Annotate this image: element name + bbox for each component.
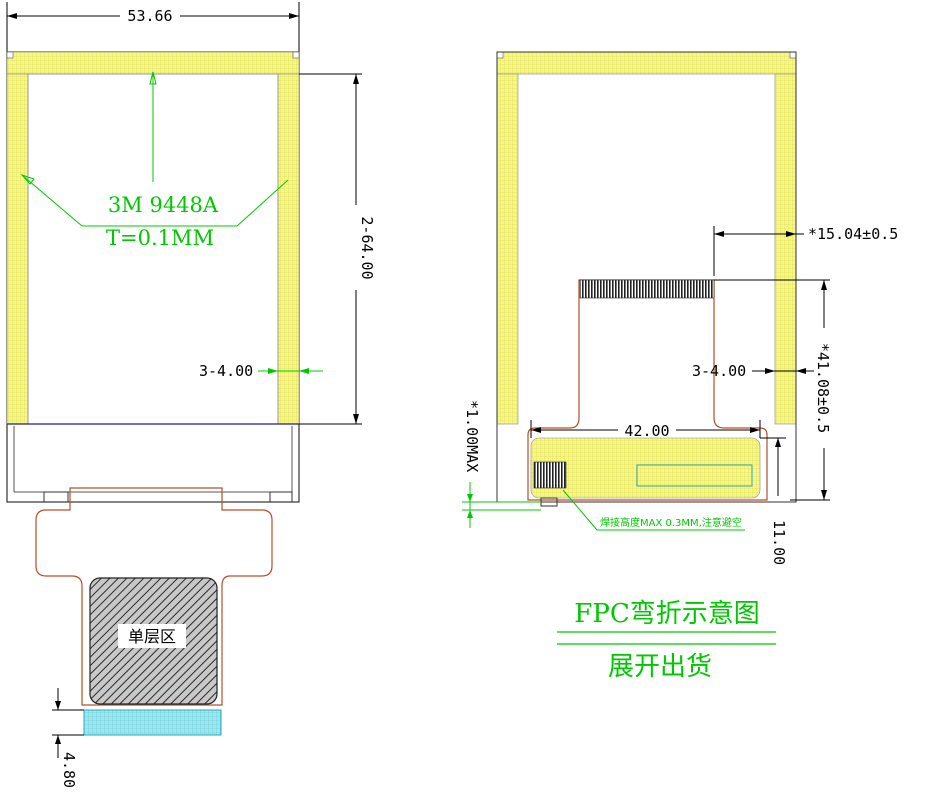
- strip-width-dimension: 3-4.00: [199, 362, 323, 380]
- fpc-offset-dimension: *15.04±0.5: [713, 225, 898, 276]
- bottom-dimension: 11.00: [760, 437, 788, 565]
- fpc-offset-label: *15.04±0.5: [808, 225, 898, 243]
- fpc-width-dimension: 42.00: [530, 420, 761, 440]
- solder-note: 焊接高度MAX 0.3MM,注意避空: [600, 516, 742, 529]
- caption-title: FPC弯折示意图: [574, 599, 759, 629]
- folded-stiffener: [530, 437, 761, 507]
- thickness-label: *1.00MAX: [463, 400, 481, 472]
- tape-callout: 3M 9448A T=0.1MM: [20, 71, 289, 250]
- panel-bottom: [7, 423, 299, 503]
- fpc-width-label: 42.00: [624, 422, 669, 440]
- tape-frame-right: [496, 51, 797, 503]
- caption: FPC弯折示意图 展开出货: [557, 599, 776, 682]
- width-dimension: 53.66: [6, 2, 300, 52]
- caption-subtitle: 展开出货: [608, 652, 712, 682]
- bottom-dim-label: 11.00: [770, 520, 788, 565]
- folded-fpc-outline: [527, 279, 768, 501]
- single-layer-area: 单层区: [89, 577, 218, 705]
- solder-note-callout: 焊接高度MAX 0.3MM,注意避空: [562, 489, 745, 531]
- strip-width-label: 3-4.00: [199, 362, 253, 380]
- width-dim-label: 53.66: [127, 7, 172, 25]
- tail-dim-label: 4.80: [60, 752, 78, 788]
- single-layer-label: 单层区: [128, 627, 176, 646]
- fpc-outline: [35, 487, 273, 706]
- fpc-height-dimension: *41.08±0.5: [714, 279, 832, 501]
- fpc-connector-pads: [579, 279, 715, 299]
- height-dimension: 2-64.00: [299, 73, 376, 425]
- stiffener-area: [83, 709, 222, 736]
- right-view: *15.04±0.5 *41.08±0.5 3-4.00 42.00: [462, 51, 898, 682]
- tail-dimension: 4.80: [52, 688, 84, 788]
- strip-width-dimension-right: 3-4.00: [692, 362, 814, 380]
- left-view: 53.66 3M: [6, 2, 376, 788]
- strip-width-label-right: 3-4.00: [692, 362, 746, 380]
- tape-label: 3M 9448A: [108, 193, 219, 217]
- thickness-dimension: *1.00MAX: [462, 400, 541, 528]
- fpc-height-label: *41.08±0.5: [814, 343, 832, 433]
- height-dim-label: 2-64.00: [358, 216, 376, 279]
- tape-thickness-label: T=0.1MM: [106, 226, 214, 250]
